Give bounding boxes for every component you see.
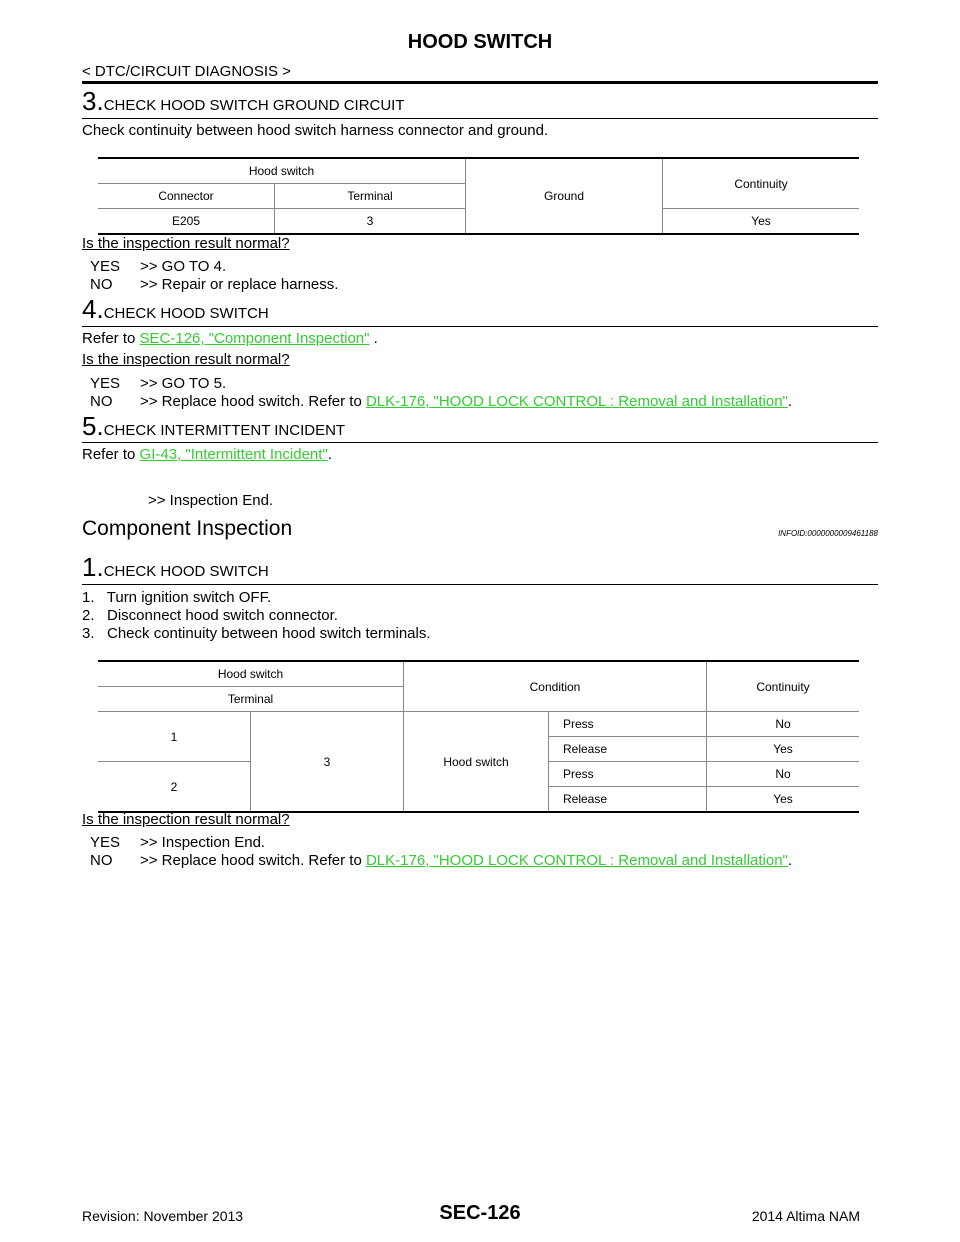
procedure-item-1: 1. Turn ignition switch OFF. xyxy=(82,589,272,606)
step5-heading: 5.CHECK INTERMITTENT INCIDENT xyxy=(82,411,345,442)
table-cell-continuity: Yes xyxy=(706,736,859,762)
step4-question: Is the inspection result normal? xyxy=(82,351,290,368)
component-inspection-title: Component Inspection xyxy=(82,517,293,540)
info-id: INFOID:0000000009461188 xyxy=(778,529,878,538)
step3-number: 3. xyxy=(82,86,104,116)
step4-refer: Refer to SEC-126, "Component Inspection"… xyxy=(82,330,378,347)
step5-end: >> Inspection End. xyxy=(148,492,274,509)
comp-step1-rule xyxy=(82,584,878,585)
comp-yes: YES>> Inspection End. xyxy=(90,834,266,851)
table-cell-connector: E205 xyxy=(98,208,275,234)
table-header-ground: Ground xyxy=(465,158,663,234)
step5-rule xyxy=(82,442,878,443)
table-cell-terminal-2: 2 xyxy=(98,761,251,812)
table-header-terminal: Terminal xyxy=(98,686,404,712)
terminal-continuity-table: Hood switch Condition Continuity Termina… xyxy=(98,660,859,813)
step4-heading-text: CHECK HOOD SWITCH xyxy=(103,305,269,322)
header-rule xyxy=(82,81,878,84)
step5-refer: Refer to GI-43, "Intermittent Incident". xyxy=(82,446,332,463)
page-title: HOOD SWITCH xyxy=(407,31,553,53)
table-header-hood-switch: Hood switch xyxy=(217,667,284,681)
procedure-item-2: 2. Disconnect hood switch connector. xyxy=(82,607,338,624)
step4-heading: 4.CHECK HOOD SWITCH xyxy=(82,294,269,325)
intermittent-incident-link[interactable]: GI-43, "Intermittent Incident" xyxy=(139,446,328,463)
hood-lock-link[interactable]: DLK-176, "HOOD LOCK CONTROL : Removal an… xyxy=(365,393,788,410)
procedure-item-3: 3. Check continuity between hood switch … xyxy=(82,625,431,642)
ground-circuit-table: Hood switch Ground Continuity Connector … xyxy=(98,157,859,235)
table-cell-continuity: Yes xyxy=(706,786,859,812)
table-cell-state: Release xyxy=(548,736,707,762)
hood-lock-link[interactable]: DLK-176, "HOOD LOCK CONTROL : Removal an… xyxy=(365,852,788,869)
step3-heading: 3.CHECK HOOD SWITCH GROUND CIRCUIT xyxy=(82,86,405,117)
table-cell-continuity: No xyxy=(706,761,859,787)
table-header-hood-switch: Hood switch xyxy=(248,164,315,178)
step5-number: 5. xyxy=(82,411,104,441)
table-header-terminal: Terminal xyxy=(274,183,466,209)
step3-heading-text: CHECK HOOD SWITCH GROUND CIRCUIT xyxy=(103,97,405,114)
step3-yes: YES>> GO TO 4. xyxy=(90,258,227,275)
step4-rule xyxy=(82,326,878,327)
step3-question: Is the inspection result normal? xyxy=(82,235,290,252)
table-cell-terminal-1: 1 xyxy=(98,711,251,762)
step4-number: 4. xyxy=(82,294,104,324)
table-header-condition: Condition xyxy=(403,661,707,712)
revision-date: Revision: November 2013 xyxy=(82,1208,244,1224)
table-cell-terminal-3: 3 xyxy=(250,711,404,812)
table-cell-continuity: Yes xyxy=(662,208,859,234)
model-name: 2014 Altima NAM xyxy=(751,1208,860,1224)
component-inspection-link[interactable]: SEC-126, "Component Inspection" xyxy=(139,330,370,347)
page-number: SEC-126 xyxy=(439,1202,521,1224)
comp-step1-heading: 1.CHECK HOOD SWITCH xyxy=(82,552,269,583)
comp-step1-heading-text: CHECK HOOD SWITCH xyxy=(103,563,269,580)
step3-no: NO>> Repair or replace harness. xyxy=(90,276,339,293)
table-cell-condition: Hood switch xyxy=(403,711,549,812)
table-cell-state: Press xyxy=(548,711,707,737)
table-cell-continuity: No xyxy=(706,711,859,737)
step3-instruction: Check continuity between hood switch har… xyxy=(82,122,549,139)
table-header-continuity: Continuity xyxy=(662,158,859,209)
comp-question: Is the inspection result normal? xyxy=(82,811,290,828)
section-breadcrumb: < DTC/CIRCUIT DIAGNOSIS > xyxy=(82,63,291,80)
table-header-connector: Connector xyxy=(98,183,275,209)
comp-no: NO>> Replace hood switch. Refer to DLK-1… xyxy=(90,852,793,869)
table-cell-terminal: 3 xyxy=(274,208,466,234)
step3-rule xyxy=(82,118,878,119)
table-cell-state: Release xyxy=(548,786,707,812)
table-cell-state: Press xyxy=(548,761,707,787)
step4-no: NO>> Replace hood switch. Refer to DLK-1… xyxy=(90,393,793,410)
table-header-continuity: Continuity xyxy=(706,661,859,712)
step5-heading-text: CHECK INTERMITTENT INCIDENT xyxy=(103,422,346,439)
step4-yes: YES>> GO TO 5. xyxy=(90,375,227,392)
comp-step1-number: 1. xyxy=(82,552,104,582)
